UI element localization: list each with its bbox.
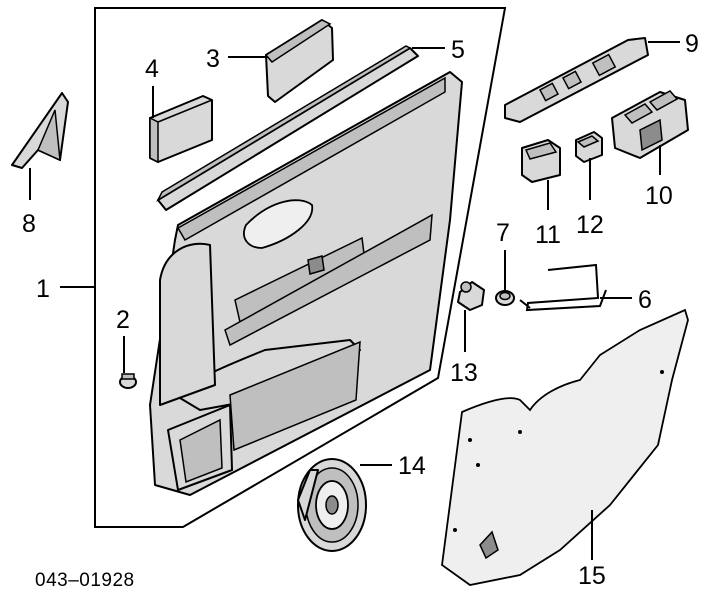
part-8-corner-trim	[11, 92, 69, 169]
callout-8: 8	[22, 210, 36, 238]
part-12-switch	[575, 131, 603, 163]
part-3-pad	[264, 19, 334, 103]
part-2-clip	[119, 373, 137, 389]
part-6-bracket	[519, 263, 607, 312]
part-5-moulding-strip	[156, 45, 419, 211]
callout-2: 2	[116, 306, 130, 334]
part-9-switch-bezel	[504, 37, 649, 123]
leader-lines	[29, 41, 680, 560]
assembly-frame	[94, 7, 507, 528]
callout-10: 10	[645, 182, 673, 210]
part-15-sealing-screen	[441, 308, 689, 586]
door-trim-panel	[149, 71, 463, 496]
callout-3: 3	[206, 45, 220, 73]
callout-7: 7	[496, 219, 510, 247]
part-4-grip-block	[149, 95, 213, 164]
part-10-master-switch	[611, 90, 689, 159]
part-13-socket	[457, 281, 485, 311]
part-11-switch	[521, 139, 561, 183]
part-7-grommet	[495, 290, 515, 306]
diagram-code: 043–01928	[35, 570, 135, 591]
callout-14: 14	[398, 452, 426, 480]
callout-13: 13	[450, 359, 478, 387]
callout-4: 4	[145, 55, 159, 83]
callout-5: 5	[451, 36, 465, 64]
callout-6: 6	[638, 286, 652, 314]
callout-1: 1	[36, 275, 50, 303]
callout-12: 12	[576, 211, 604, 239]
callout-9: 9	[685, 30, 699, 58]
part-14-speaker	[297, 458, 367, 552]
callout-11: 11	[535, 221, 561, 249]
callout-15: 15	[578, 562, 606, 590]
